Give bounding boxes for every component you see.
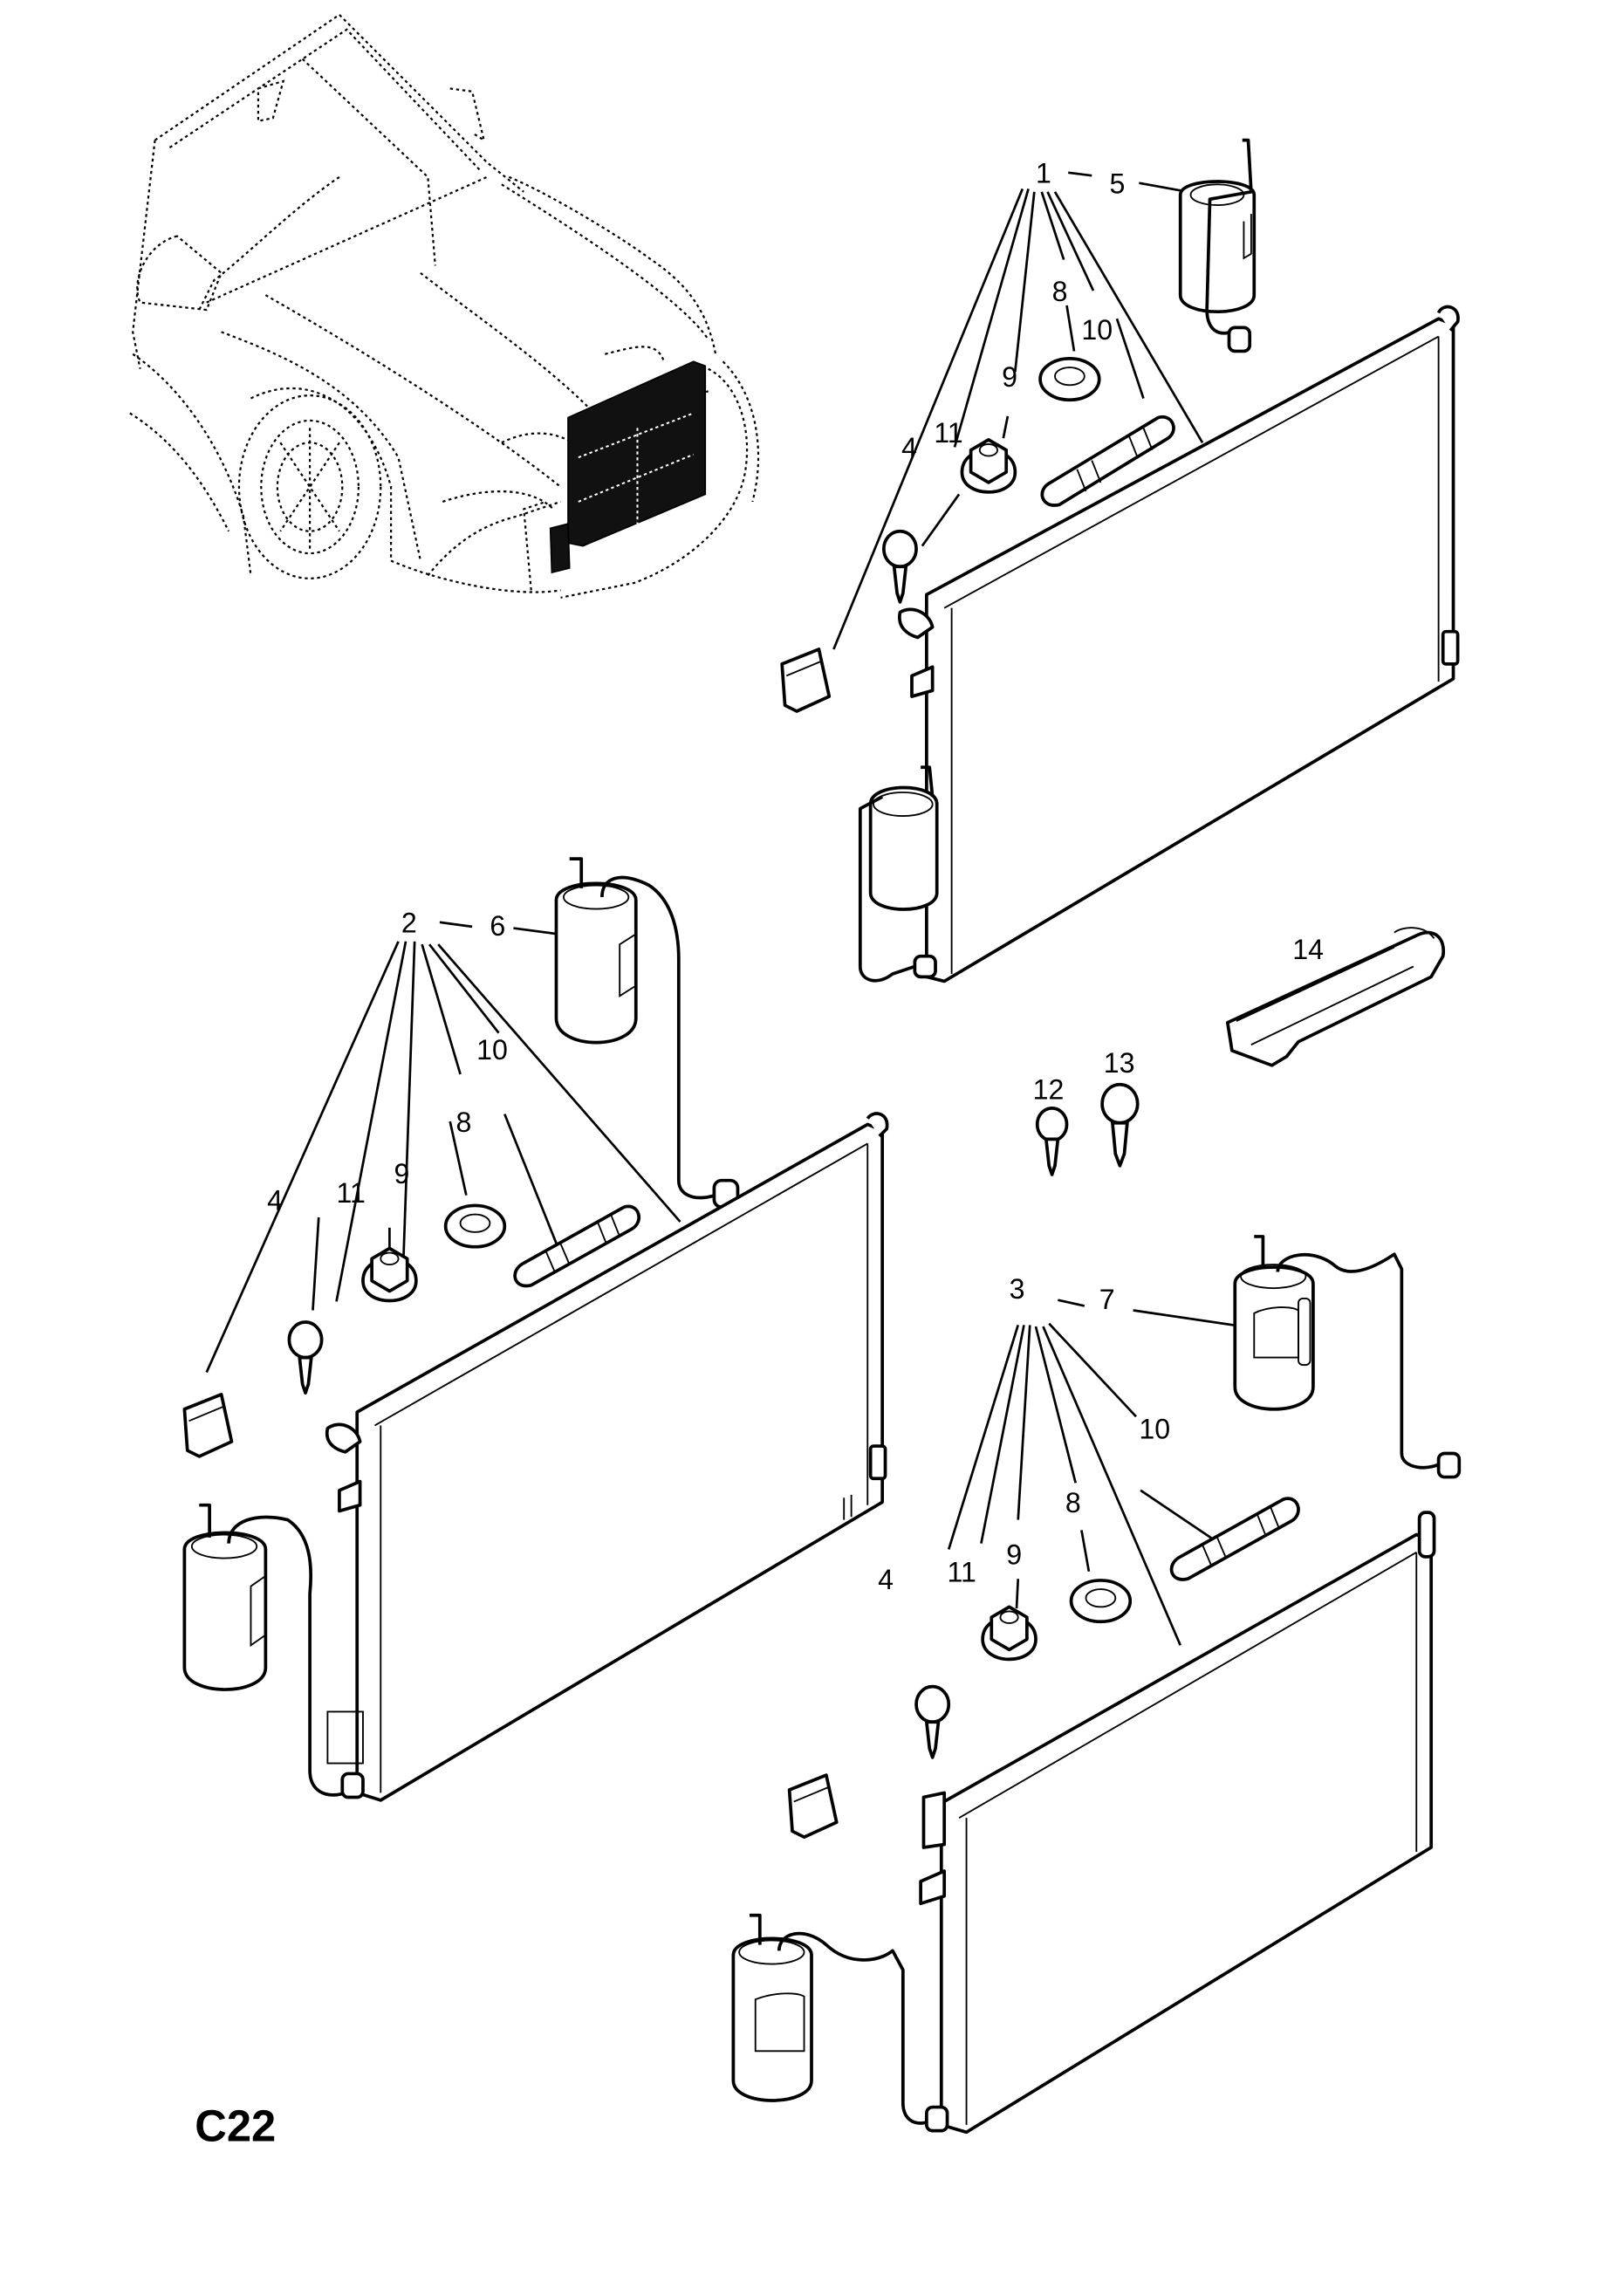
nut-9 — [361, 1246, 418, 1303]
label-item-11: 11 — [934, 417, 962, 449]
label-item-4: 4 — [901, 432, 917, 463]
label-item-11: 11 — [948, 1557, 976, 1588]
label-assembly-3: 3 — [1010, 1273, 1025, 1305]
label-item-4: 4 — [878, 1564, 894, 1595]
condenser-2 — [182, 1112, 889, 1802]
receiver-dryer-6 — [554, 857, 740, 1209]
condenser-1 — [858, 305, 1460, 984]
loose-parts: 12 13 14 — [1033, 927, 1446, 1176]
label-item-14: 14 — [1292, 934, 1324, 965]
label-dryer-5: 5 — [1110, 168, 1126, 200]
label-item-9: 9 — [1002, 361, 1017, 393]
label-item-9: 9 — [1006, 1539, 1022, 1570]
receiver-dryer-7 — [1233, 1235, 1462, 1479]
label-item-13: 13 — [1104, 1047, 1135, 1079]
vehicle-overview — [129, 13, 760, 599]
assembly-group-2: 2 6 4 11 9 8 10 — [182, 857, 889, 1802]
clip-4 — [182, 1393, 234, 1458]
clip-4 — [780, 648, 832, 713]
label-dryer-6: 6 — [490, 910, 505, 942]
label-item-8: 8 — [455, 1107, 471, 1138]
nut-9 — [960, 438, 1017, 494]
condenser-3 — [731, 1511, 1436, 2135]
label-dryer-7: 7 — [1099, 1284, 1115, 1315]
assembly-group-1: 1 5 4 11 9 8 10 — [780, 138, 1460, 984]
label-assembly-2: 2 — [401, 908, 417, 939]
pin-10 — [1169, 1497, 1300, 1581]
pin-10 — [513, 1204, 641, 1288]
label-item-10: 10 — [476, 1034, 508, 1066]
screw-11 — [881, 529, 918, 604]
seal-washer-8 — [1069, 1579, 1133, 1624]
receiver-dryer-5 — [1178, 138, 1257, 353]
screw-13 — [1100, 1082, 1140, 1168]
bracket-14 — [1225, 927, 1446, 1067]
label-item-4: 4 — [267, 1185, 283, 1217]
label-item-9: 9 — [394, 1158, 409, 1189]
clip-4 — [787, 1773, 839, 1839]
pin-10 — [1040, 415, 1175, 507]
nut-9 — [981, 1605, 1037, 1662]
screw-11 — [914, 1684, 951, 1759]
assembly-group-3: 3 7 4 11 9 8 10 — [731, 1235, 1462, 2135]
label-item-8: 8 — [1052, 276, 1068, 307]
label-item-8: 8 — [1065, 1487, 1081, 1518]
label-item-12: 12 — [1033, 1074, 1065, 1106]
seal-washer-8 — [1038, 357, 1101, 402]
diagram-code: C22 — [195, 2101, 276, 2150]
seal-washer-8 — [443, 1203, 507, 1249]
label-assembly-1: 1 — [1036, 158, 1051, 189]
screw-12 — [1035, 1106, 1069, 1176]
screw-11 — [287, 1320, 324, 1395]
label-item-11: 11 — [337, 1177, 366, 1209]
label-item-10: 10 — [1081, 314, 1113, 346]
label-item-10: 10 — [1139, 1414, 1170, 1445]
